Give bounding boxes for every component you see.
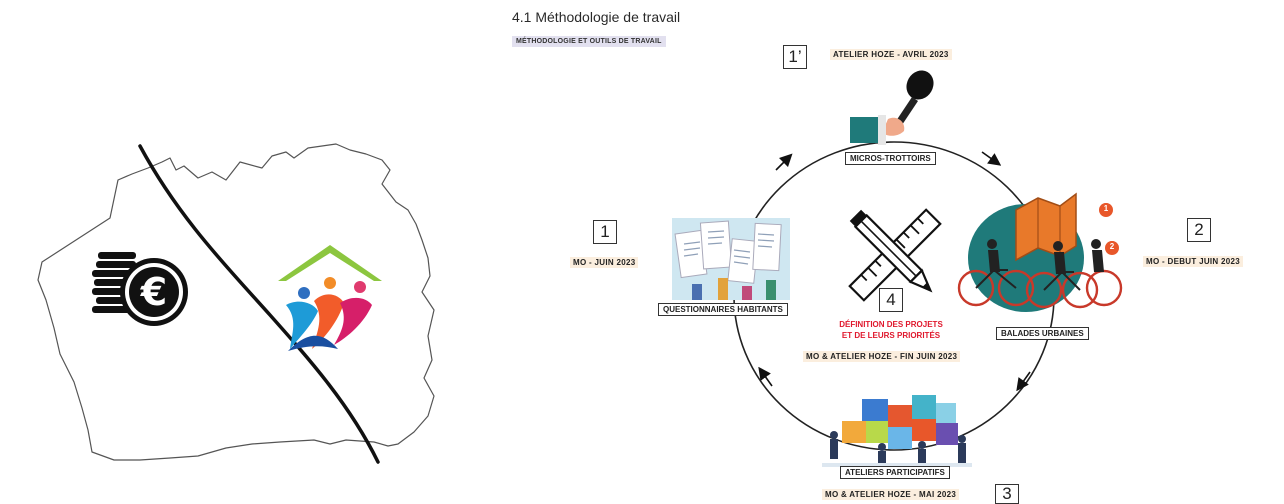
divider-line	[138, 144, 380, 464]
step-number-1: 1	[593, 220, 617, 244]
step-meta-2: MO - DEBUT JUIN 2023	[1143, 256, 1244, 267]
cycle-arrow	[775, 153, 793, 171]
step-number-4: 4	[879, 288, 903, 312]
step-label-line: DÉFINITION DES PROJETS	[839, 320, 943, 329]
territory-map: €	[37, 143, 435, 464]
map-marker-1: 1	[1100, 203, 1112, 215]
step-meta-text: MO - JUIN 2023	[570, 257, 639, 268]
cycle-arrow	[758, 366, 773, 387]
step-label-questionnaires: QUESTIONNAIRES HABITANTS	[658, 303, 788, 316]
step-number-3: 3	[995, 484, 1019, 504]
microphone-icon	[850, 70, 934, 145]
forms-clipboard-icon	[672, 218, 790, 300]
house-family-icon	[278, 245, 382, 351]
step-meta-text: MO & ATELIER HOZE - FIN JUIN 2023	[803, 351, 961, 362]
step-label-balades-urbaines: BALADES URBAINES	[996, 327, 1089, 340]
step-meta-3: MO & ATELIER HOZE - MAI 2023	[822, 489, 960, 500]
step-number-2: 2	[1187, 218, 1211, 242]
cycle-arrow	[1016, 371, 1031, 392]
coin-stack-euro-icon: €	[92, 252, 188, 326]
step-meta-1: MO - JUIN 2023	[570, 257, 639, 268]
puzzle-people-icon	[822, 395, 972, 467]
step-label-definition: DÉFINITION DES PROJETS ET DE LEURS PRIOR…	[826, 319, 956, 341]
territory-outline	[37, 143, 435, 461]
section-subtitle: MÉTHODOLOGIE ET OUTILS DE TRAVAIL	[512, 36, 666, 47]
step-meta-4: MO & ATELIER HOZE - FIN JUIN 2023	[803, 351, 961, 362]
step-meta-1prime: ATELIER HOZE - AVRIL 2023	[830, 49, 952, 60]
step-number-1prime: 1’	[783, 45, 807, 69]
step-meta-text: MO - DEBUT JUIN 2023	[1143, 256, 1244, 267]
map-marker-2: 2	[1106, 241, 1118, 253]
step-meta-text: MO & ATELIER HOZE - MAI 2023	[822, 489, 960, 500]
step-label-micros-trottoirs: MICROS-TROTTOIRS	[845, 152, 936, 165]
step-label-ateliers: ATELIERS PARTICIPATIFS	[840, 466, 950, 479]
ruler-pencil-icon	[848, 208, 942, 302]
svg-text:€: €	[140, 270, 167, 314]
cycle-arrow	[981, 151, 1002, 166]
step-label-line: ET DE LEURS PRIORITÉS	[841, 331, 941, 340]
section-title: 4.1 Méthodologie de travail	[512, 9, 681, 25]
step-meta-text: ATELIER HOZE - AVRIL 2023	[830, 49, 952, 60]
